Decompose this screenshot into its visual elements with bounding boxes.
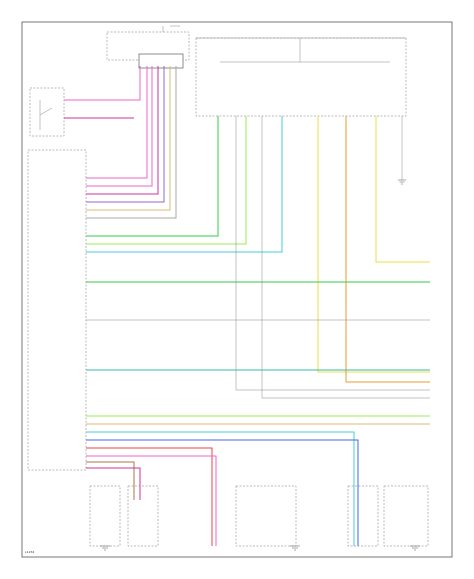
wire-lightgreen-drop [86, 116, 247, 245]
wire-blue-low [86, 439, 359, 546]
wire-pink-1 [86, 66, 148, 179]
diagram-border [21, 21, 453, 558]
wire-gray-1 [86, 66, 177, 219]
ground-symbol-4 [410, 545, 420, 551]
wire-brown-low [86, 461, 135, 500]
switch-contact [39, 100, 53, 130]
switch-top-left [29, 87, 65, 137]
control-module-outline [27, 149, 87, 471]
wire-purple-1 [86, 66, 165, 203]
component-bottom-3 [235, 485, 297, 547]
wire-gray-vertical-1 [235, 116, 430, 391]
switch-top-left-outline [29, 87, 65, 137]
wire-green-drop [86, 116, 219, 237]
wire-magenta-low [86, 467, 141, 500]
wire-pink-top-left [64, 66, 141, 101]
wire-orange-drop [345, 116, 430, 383]
component-bottom-5 [383, 485, 429, 547]
fuse-lead [162, 25, 180, 32]
wire-gray-vertical-2 [261, 116, 430, 399]
switch-assembly-right [195, 37, 407, 117]
wire-pink-low [86, 455, 217, 546]
ground-symbol-3 [290, 545, 300, 551]
wire-pink-2 [86, 66, 153, 187]
ground-symbol-2 [100, 545, 110, 551]
ground-symbols [100, 179, 420, 551]
wire-red-low [86, 447, 213, 546]
wire-magenta-1 [86, 66, 159, 195]
wire-tan-1 [86, 66, 171, 211]
wire-cyan-low [86, 431, 355, 546]
component-bottom-4 [347, 485, 379, 547]
wire-yellow-drop-2 [375, 116, 430, 263]
control-module [27, 149, 87, 471]
connector-top-center [138, 53, 184, 69]
wires [64, 66, 430, 546]
component-bottom-2 [127, 485, 159, 547]
fuse-block-top [106, 25, 190, 69]
wire-cyan-drop [86, 116, 283, 253]
wire-yellow-drop [317, 116, 430, 373]
footer-code: L1234 [25, 550, 34, 554]
ground-symbol-1 [398, 179, 406, 185]
